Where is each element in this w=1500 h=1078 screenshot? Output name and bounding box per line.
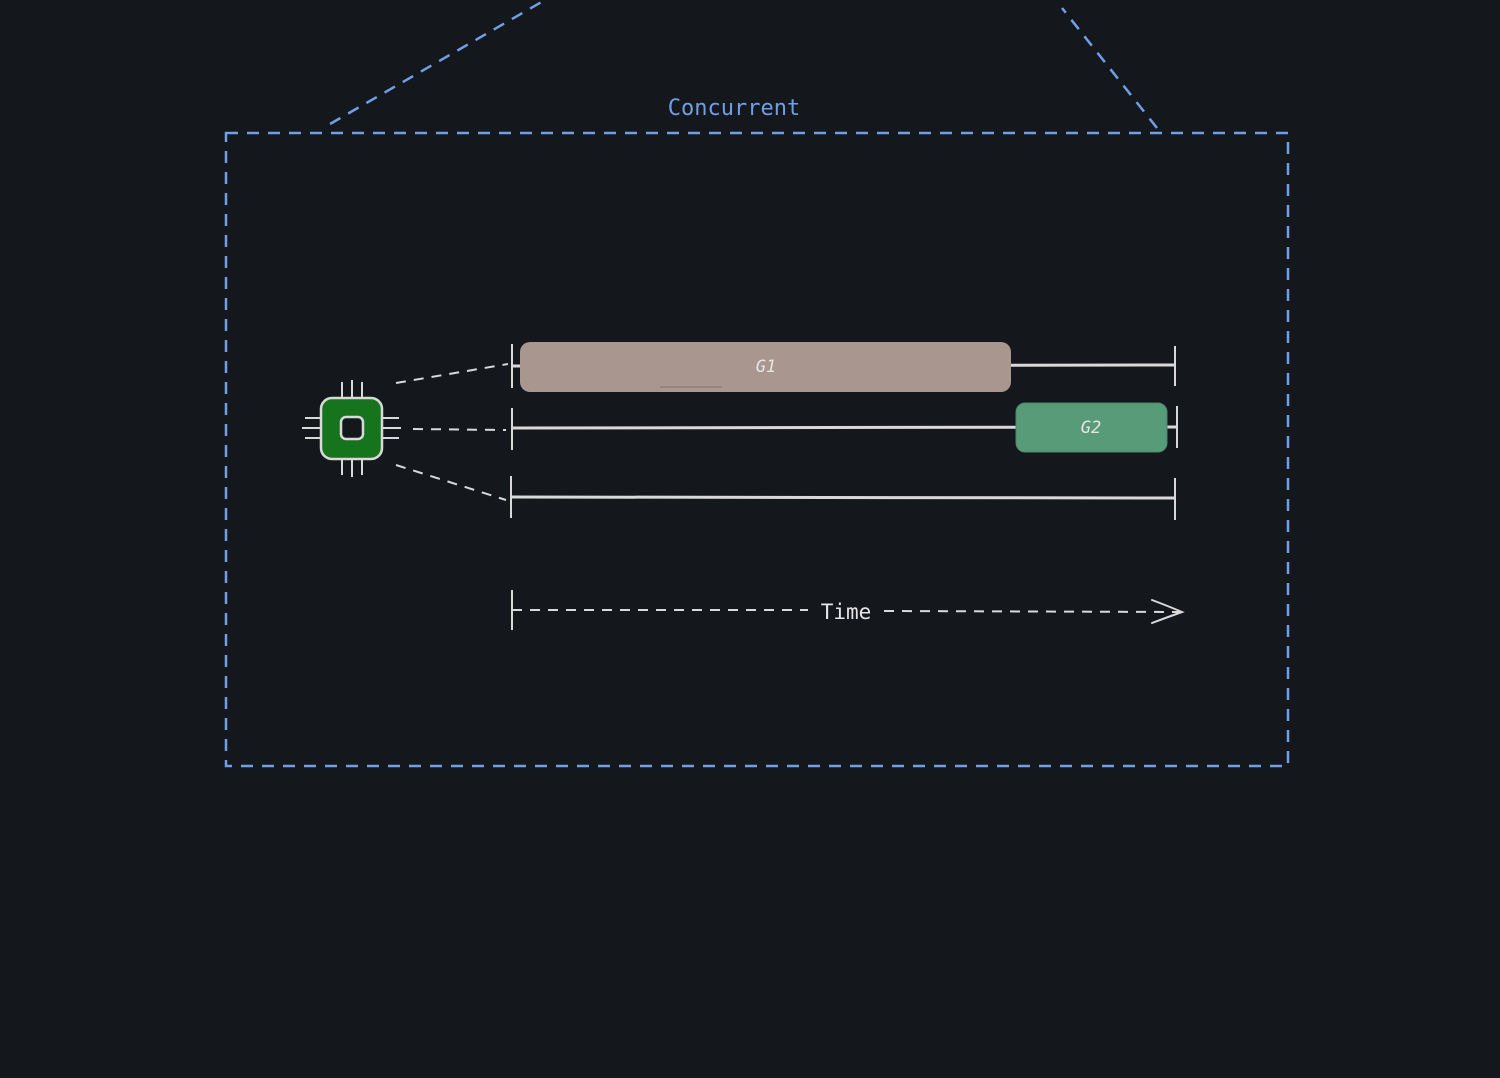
task-label-g1: G1 <box>756 357 776 377</box>
task-block-g1: G1 <box>520 342 1011 392</box>
task-block-g2: G2 <box>1015 402 1168 453</box>
dispatch-line-lane-1 <box>395 363 509 384</box>
concurrent-frame <box>224 131 1290 768</box>
cpu-chip-icon <box>302 380 401 477</box>
task-label-g2: G2 <box>1081 418 1101 438</box>
time-axis-label: Time <box>821 600 872 624</box>
dispatch-line-lane-2 <box>412 428 507 431</box>
frame-title: Concurrent <box>668 96 800 121</box>
timeline-lane-3 <box>510 476 1176 520</box>
time-axis: Time <box>511 590 1185 630</box>
frame-guide-right <box>1061 7 1158 129</box>
arrow-head-icon <box>1151 599 1185 624</box>
frame-guide-left <box>329 0 546 126</box>
dispatch-line-lane-3 <box>395 464 507 501</box>
